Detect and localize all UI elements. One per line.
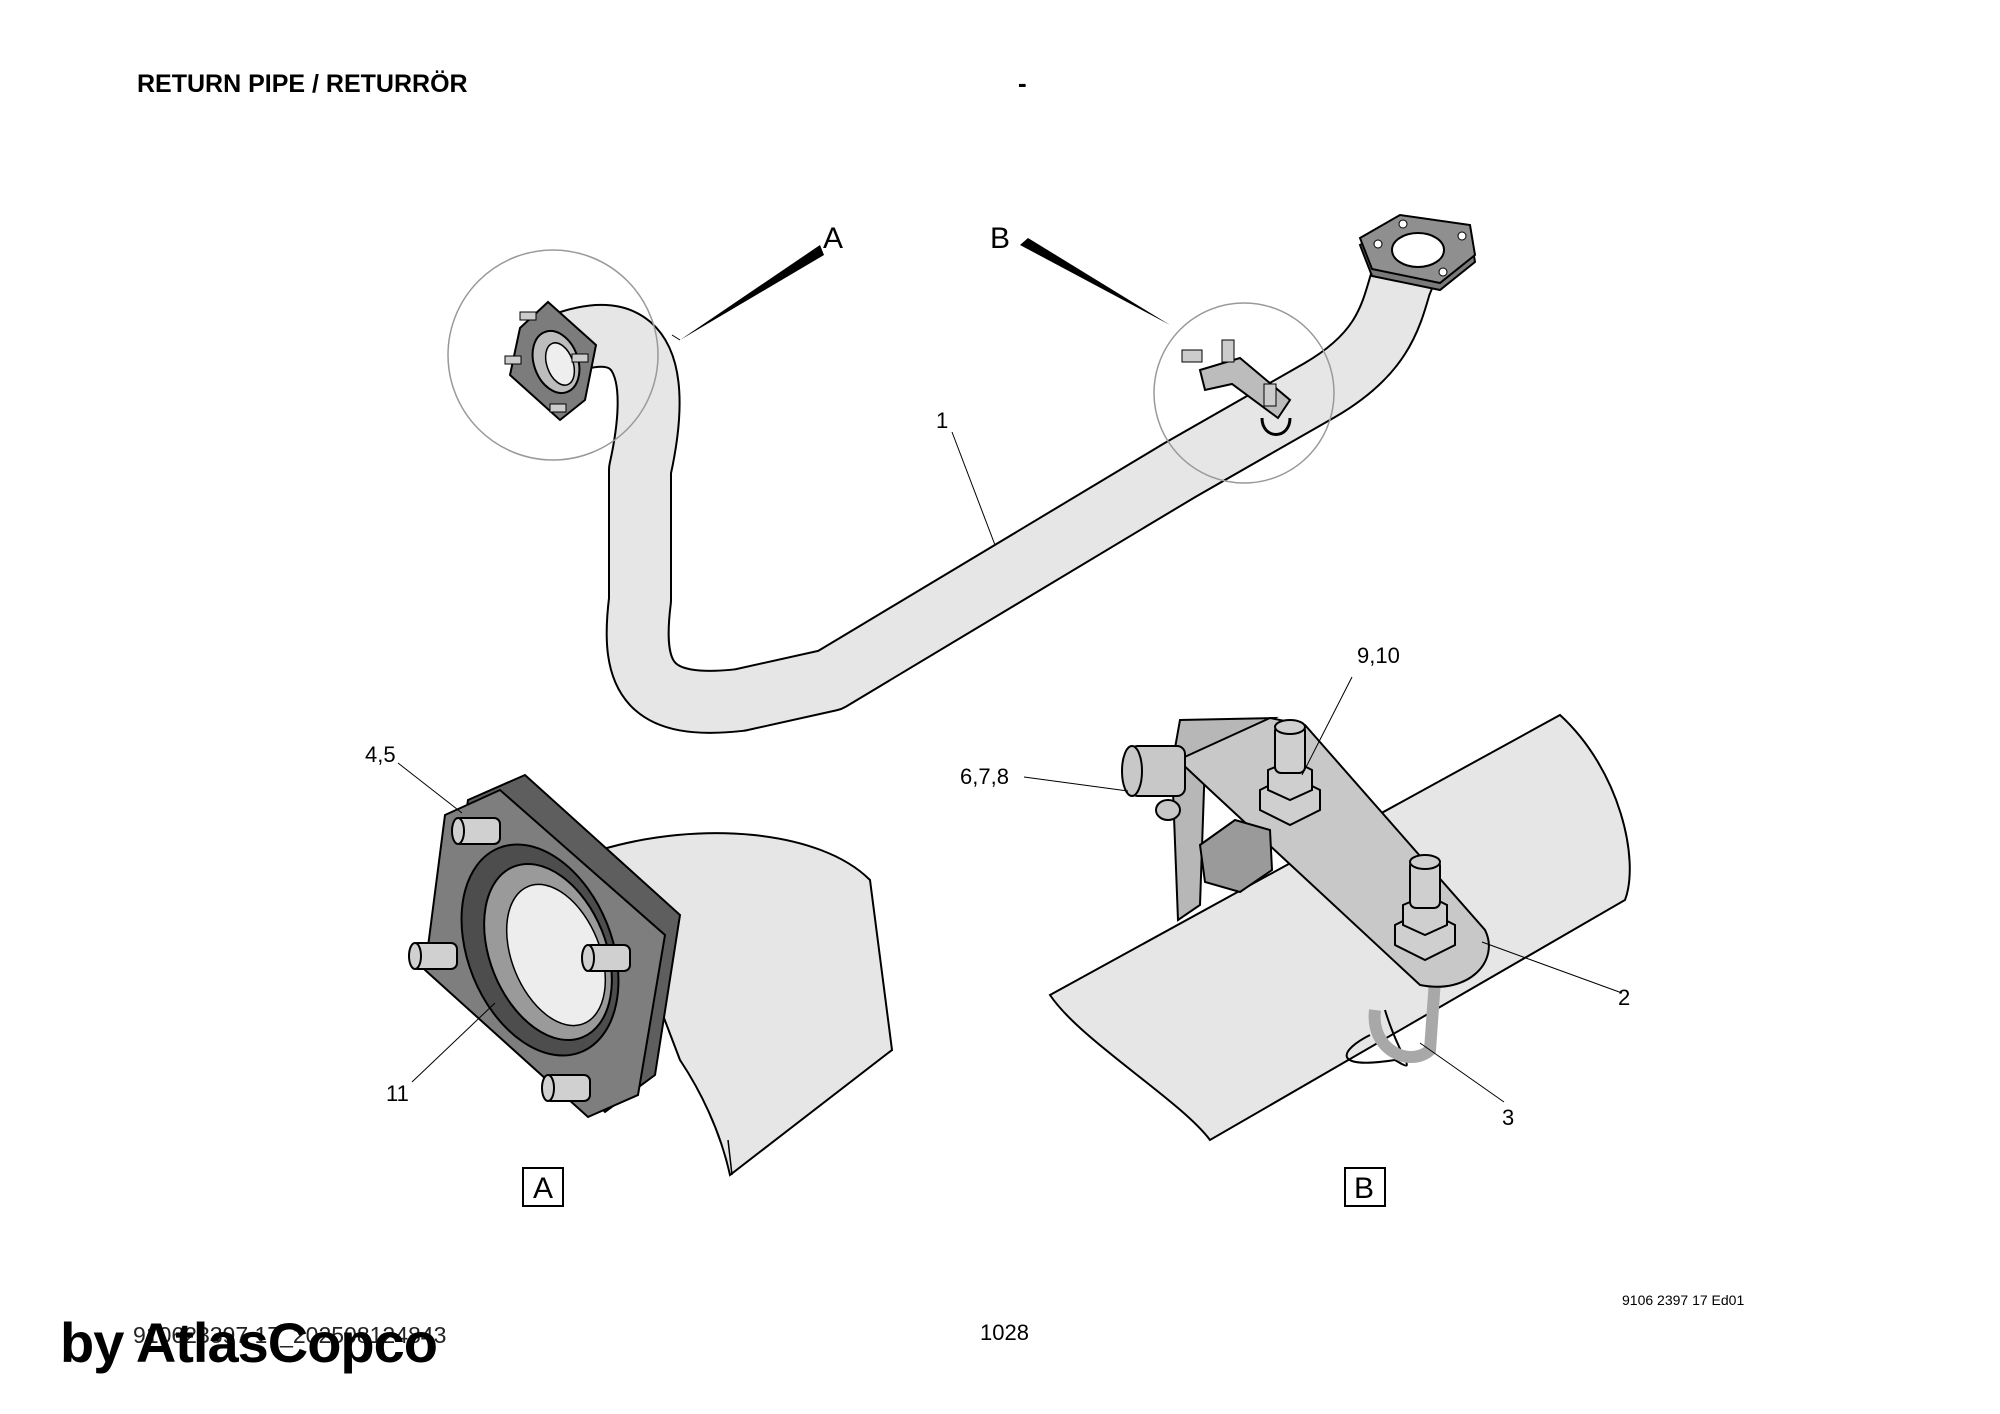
box-b xyxy=(1344,1167,1386,1207)
pointer-b xyxy=(1020,238,1170,325)
callout-6-7-8: 6,7,8 xyxy=(960,764,1009,789)
file-reference: 910623397 17_202508124843 xyxy=(133,1322,447,1348)
detail-label-b: B xyxy=(990,222,1010,255)
callout-4-5: 4,5 xyxy=(365,742,396,767)
callout-2: 2 xyxy=(1618,985,1630,1010)
return-pipe xyxy=(548,248,1440,734)
detail-a-circle xyxy=(447,249,659,461)
detail-a-view xyxy=(408,773,894,1177)
outlet-flange xyxy=(1358,213,1477,292)
watermark: by AtlasCopco xyxy=(60,1311,438,1374)
detail-label-a: A xyxy=(823,222,843,255)
callout-1: 1 xyxy=(936,408,948,433)
detail-b-view xyxy=(1048,713,1631,1142)
box-a xyxy=(522,1167,564,1207)
pointer-a xyxy=(680,245,824,340)
callout-11: 11 xyxy=(386,1081,409,1106)
box-a-label: A xyxy=(533,1172,553,1205)
document-reference: 9106 2397 17 Ed01 xyxy=(1622,1292,1745,1308)
header-marker: - xyxy=(1018,68,1027,98)
page-number: 1028 xyxy=(980,1320,1029,1345)
callout-9-10: 9,10 xyxy=(1357,643,1400,668)
detail-b-circle xyxy=(1153,302,1335,484)
page-title: RETURN PIPE / RETURRÖR xyxy=(137,70,468,98)
box-b-label: B xyxy=(1354,1172,1374,1205)
callout-3: 3 xyxy=(1502,1105,1514,1130)
